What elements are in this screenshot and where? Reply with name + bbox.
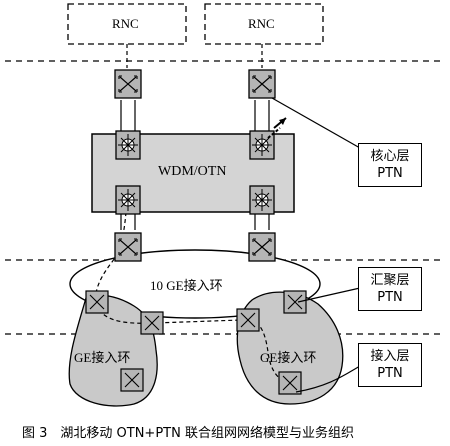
otn-node-right-top: [249, 130, 275, 160]
core-switch-left: [114, 69, 142, 99]
rnc-left-label: RNC: [112, 16, 139, 31]
otn-node-right-bottom: [249, 185, 275, 215]
access-layer-type: PTN: [377, 366, 403, 381]
access-layer-box: 接入层 PTN: [358, 343, 422, 387]
arrow-shaft-b: [267, 127, 281, 139]
aggregation-layer-box: 汇聚层 PTN: [358, 267, 422, 311]
access-layer-name: 接入层: [370, 349, 410, 364]
figure-caption: 图 3 湖北移动 OTN+PTN 联合组网网络模型与业务组织: [22, 426, 354, 441]
agg-switch-left: [114, 232, 142, 262]
core-switch-right: [248, 69, 276, 99]
arrow-head-a: [279, 118, 286, 125]
otn-node-left-bottom: [115, 185, 141, 215]
agg-switch-right: [248, 232, 276, 262]
rnc-right-label: RNC: [248, 16, 275, 31]
ptn-node-ring-left: [85, 290, 109, 314]
aggregation-layer-type: PTN: [377, 290, 403, 305]
service-path-dashed: [95, 211, 287, 383]
ptn-node-ring-right: [283, 290, 307, 314]
core-layer-box: 核心层 PTN: [358, 143, 422, 187]
callout-core: [271, 97, 361, 149]
aggregation-layer-name: 汇聚层: [370, 273, 410, 288]
callout-aggregation: [297, 287, 361, 303]
callout-access: [295, 365, 361, 393]
ge-ring-right: [236, 291, 344, 405]
ge-ring-left-label: GE接入环: [74, 350, 131, 365]
ptn-node-right-inner: [236, 308, 260, 332]
ptn-node-access-right: [278, 371, 302, 395]
rnc-right-box: [204, 3, 324, 45]
ptn-node-left-inner: [140, 311, 164, 335]
ptn-node-access-left: [120, 368, 144, 392]
otn-node-left-top: [115, 130, 141, 160]
rnc-left-box: [67, 3, 187, 45]
core-layer-name: 核心层: [370, 149, 410, 164]
ring-10ge-label: 10 GE接入环: [150, 278, 223, 293]
core-layer-type: PTN: [377, 166, 403, 181]
wdm-otn-label: WDM/OTN: [158, 164, 227, 179]
ge-ring-right-label: GE接入环: [260, 350, 317, 365]
